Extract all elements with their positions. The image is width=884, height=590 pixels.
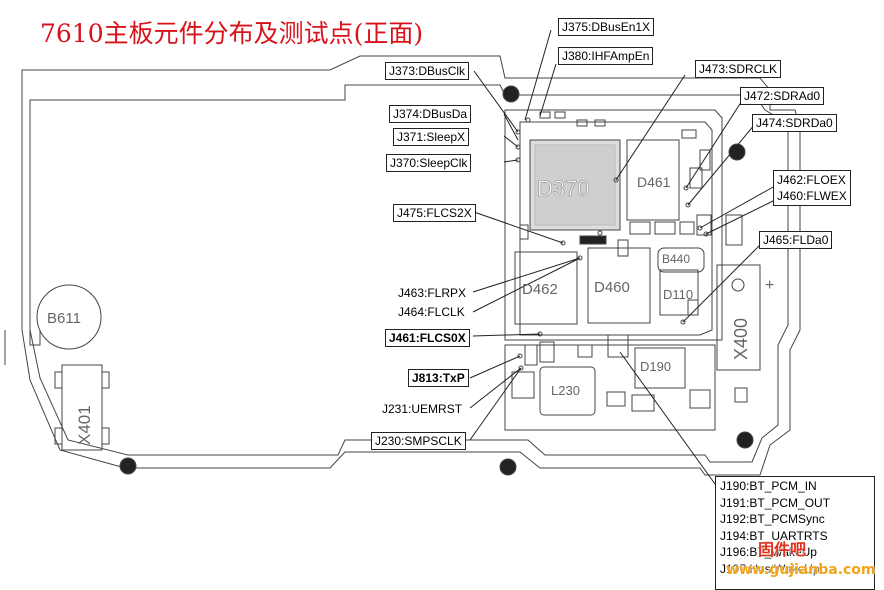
label-j460: J460:FLWEX <box>777 189 847 203</box>
board-outline <box>21 55 801 476</box>
watermark-cn: 固件吧 <box>758 540 807 559</box>
bt-label-j196: J196:BT_WakeUp <box>720 545 817 559</box>
label-j231: J231:UEMRST <box>382 402 463 416</box>
d460-label: D460 <box>594 279 630 296</box>
bt-label-j190: J190:BT_PCM_IN <box>720 479 817 493</box>
d462-outline <box>514 251 578 325</box>
b611-label: B611 <box>47 310 81 327</box>
label-j464: J464:FLCLK <box>398 305 465 319</box>
label-j230: J230:SMPSCLK <box>371 432 466 450</box>
label-j370: J370:SleepClk <box>386 154 472 172</box>
label-j461: J461:FLCS0X <box>385 329 470 347</box>
x400-plus-mark: + <box>765 277 774 294</box>
d461-outline <box>626 139 680 221</box>
d110-label: D110 <box>663 287 693 302</box>
label-j463: J463:FLRPX <box>398 286 467 300</box>
l230-outline <box>539 366 596 416</box>
b611-outline <box>36 284 102 350</box>
page-title: 7610主板元件分布及测试点(正面) <box>40 19 424 48</box>
x401-label: X401 <box>75 405 94 445</box>
d462-label: D462 <box>522 281 558 298</box>
label-j475: J475:FLCS2X <box>393 204 476 222</box>
b440-outline <box>657 247 705 273</box>
bt-label-j194: J194:BT_UARTRTS <box>720 528 828 543</box>
label-j374: J374:DBusDa <box>389 105 472 123</box>
label-j373: J373:DBusClk <box>385 62 470 80</box>
d461-label: D461 <box>637 174 671 190</box>
label-j463-j464: J463:FLRPX J464:FLCLK <box>395 283 469 323</box>
x400-label: X400 <box>731 318 751 360</box>
label-j472: J472:SDRAd0 <box>740 87 825 105</box>
watermark-url: www.gujianba.com <box>726 562 876 578</box>
label-j462: J462:FLOEX <box>777 173 846 187</box>
bt-label-j192: J192:BT_PCMSync <box>720 512 825 526</box>
label-j371: J371:SleepX <box>393 128 470 146</box>
d110-outline <box>659 269 699 316</box>
label-j474: J474:SDRDa0 <box>752 114 837 132</box>
d190-outline <box>634 347 686 389</box>
bt-testpoint-list: J190:BT_PCM_IN J191:BT_PCM_OUT J192:BT_P… <box>715 476 875 590</box>
d460-outline <box>587 247 651 324</box>
label-j380: J380:IHFAmpEn <box>558 47 654 65</box>
b440-label: B440 <box>662 252 690 266</box>
bt-label-j197: J197:HostWakeUp <box>720 561 820 576</box>
l230-label: L230 <box>551 383 580 398</box>
x401-outline <box>61 364 103 451</box>
label-j375: J375:DBusEn1X <box>558 18 655 36</box>
label-j462-j460: J462:FLOEX J460:FLWEX <box>773 170 851 206</box>
x400-outline <box>716 264 761 371</box>
label-j813: J813:TxP <box>408 369 469 387</box>
label-j473: J473:SDRCLK <box>695 60 782 78</box>
label-j465: J465:FLDa0 <box>759 231 833 249</box>
d370-label: D370 <box>537 176 590 201</box>
bt-label-j191: J191:BT_PCM_OUT <box>720 495 831 510</box>
d190-label: D190 <box>640 359 671 374</box>
